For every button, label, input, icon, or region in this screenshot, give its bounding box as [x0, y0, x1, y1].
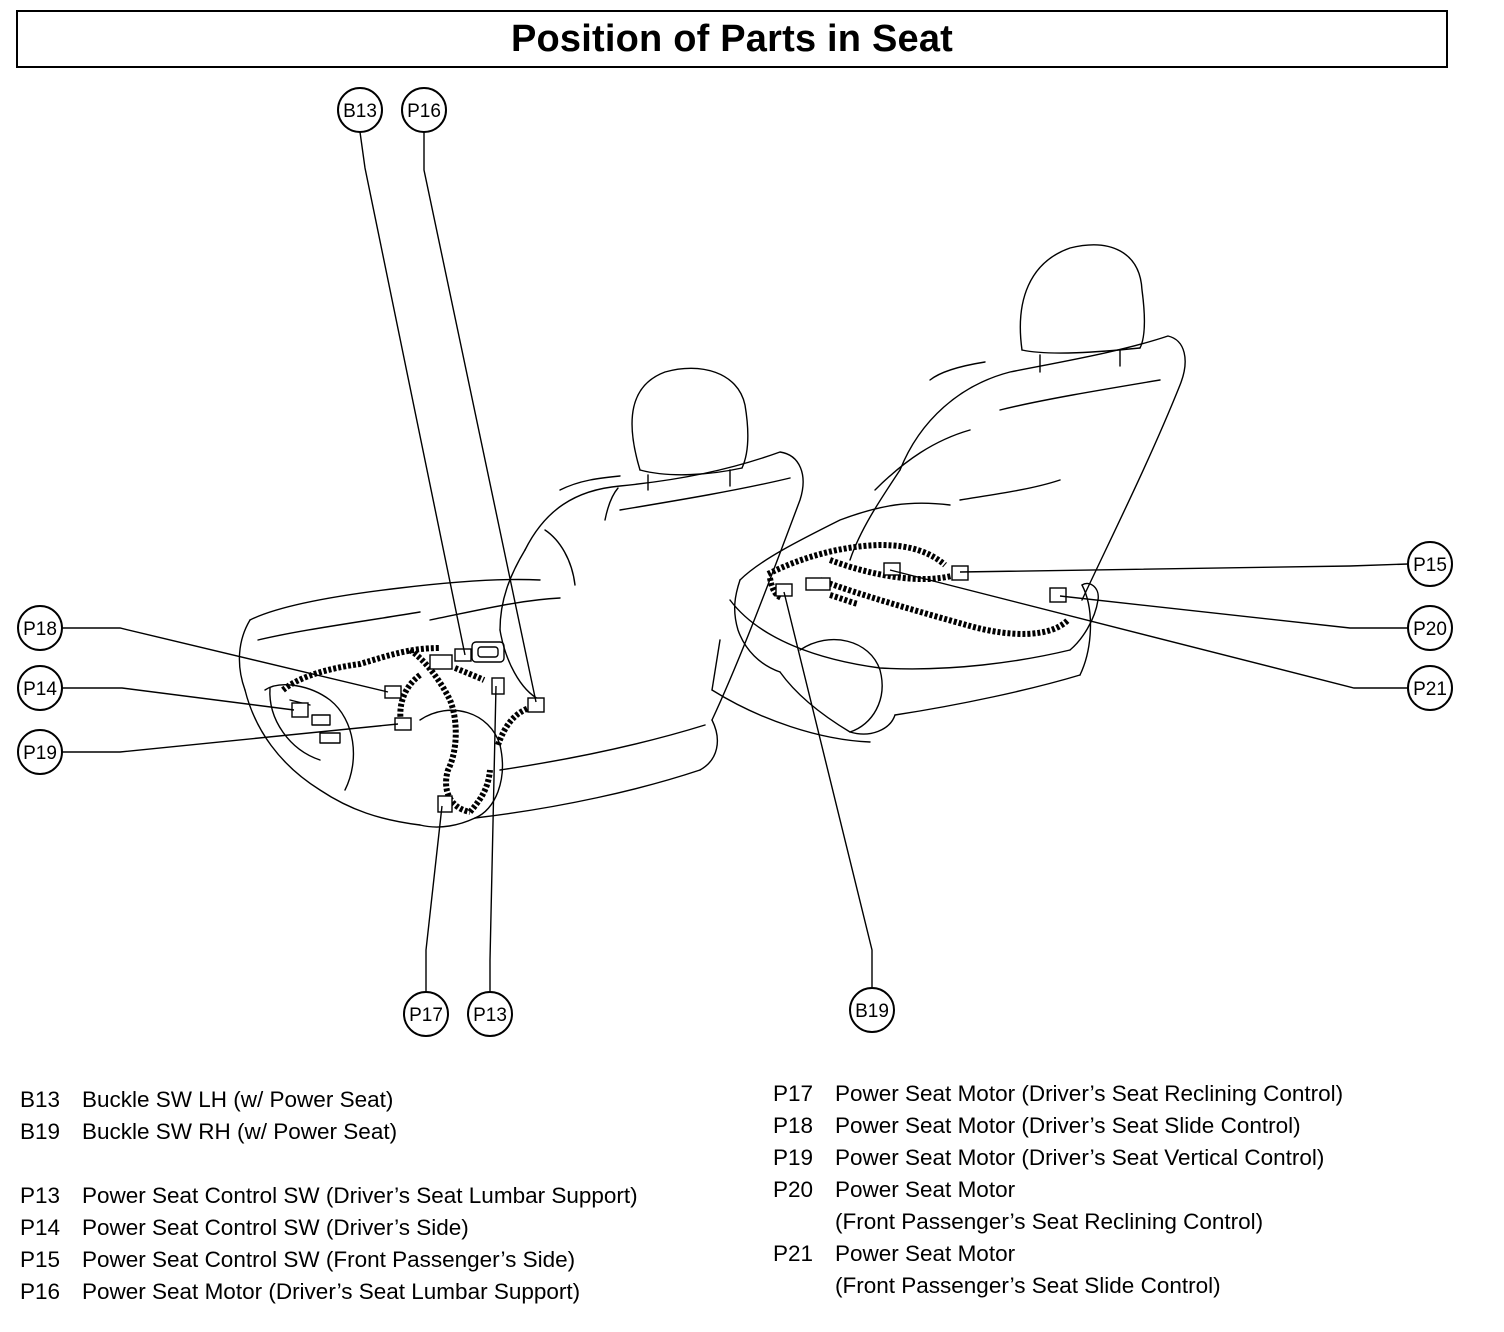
legend-item: P16 Power Seat Motor (Driver’s Seat Lumb… — [20, 1276, 638, 1308]
legend-item: P17 Power Seat Motor (Driver’s Seat Recl… — [773, 1078, 1343, 1110]
callout-b19-label: B19 — [855, 1001, 889, 1022]
connector-p16 — [527, 697, 545, 713]
callout-p16: P16 — [401, 87, 447, 133]
connector-b19 — [775, 583, 793, 597]
leader-p15 — [959, 563, 1409, 573]
page-title: Position of Parts in Seat — [510, 17, 954, 60]
callout-p21: P21 — [1407, 665, 1453, 711]
wire-harness — [281, 541, 1071, 815]
legend-desc: Power Seat Motor — [835, 1177, 1016, 1202]
callout-p13: P13 — [467, 991, 513, 1037]
passenger-seat-outline — [711, 244, 1186, 743]
legend-desc: Power Seat Control SW (Driver’s Seat Lum… — [82, 1183, 638, 1208]
legend-desc: Power Seat Control SW (Front Passenger’s… — [82, 1247, 576, 1272]
legend-desc: Power Seat Motor (Driver’s Seat Reclinin… — [835, 1081, 1344, 1106]
legend-item: B13 Buckle SW LH (w/ Power Seat) — [20, 1084, 638, 1116]
driver-seat-outline — [238, 367, 804, 828]
connectors — [291, 562, 1067, 813]
connector-b13 — [454, 648, 472, 662]
legend-desc: Power Seat Control SW (Driver’s Side) — [82, 1215, 469, 1240]
legend-code: B13 — [20, 1087, 61, 1112]
connector-aux2 — [805, 577, 831, 591]
legend-desc: (Front Passenger’s Seat Reclining Contro… — [835, 1209, 1264, 1234]
leader-p16 — [423, 132, 537, 703]
leader-p18 — [62, 627, 389, 693]
connector-p14 — [291, 702, 309, 718]
legend-item: B19 Buckle SW RH (w/ Power Seat) — [20, 1116, 638, 1148]
callout-p13-label: P13 — [473, 1005, 507, 1026]
legend-left: B13 Buckle SW LH (w/ Power Seat) B19 Buc… — [20, 1084, 638, 1308]
leader-p17 — [425, 805, 443, 992]
legend-item-continuation: (Front Passenger’s Seat Slide Control) — [773, 1270, 1343, 1302]
legend-right: P17 Power Seat Motor (Driver’s Seat Recl… — [773, 1078, 1343, 1302]
legend-code: P18 — [773, 1113, 814, 1138]
legend-code: P19 — [773, 1145, 814, 1170]
callout-p19: P19 — [17, 729, 63, 775]
legend-desc: Power Seat Motor (Driver’s Seat Lumbar S… — [82, 1279, 581, 1304]
callout-p17: P17 — [403, 991, 449, 1037]
legend-item: P21 Power Seat Motor — [773, 1238, 1343, 1270]
callout-p17-label: P17 — [409, 1005, 443, 1026]
callout-p14: P14 — [17, 665, 63, 711]
legend-code: B19 — [20, 1119, 61, 1144]
legend-item: P19 Power Seat Motor (Driver’s Seat Vert… — [773, 1142, 1343, 1174]
leader-p20 — [1059, 595, 1408, 629]
callout-p16-label: P16 — [407, 101, 441, 122]
title-box: Position of Parts in Seat — [16, 10, 1448, 68]
legend-code: P21 — [773, 1241, 814, 1266]
connector-p15 — [951, 565, 969, 581]
callouts: B13 P16 P18 P14 P19 P17 P13 B19 — [17, 87, 1453, 1037]
callout-p20: P20 — [1407, 605, 1453, 651]
callout-p15: P15 — [1407, 541, 1453, 587]
callout-p21-label: P21 — [1413, 679, 1447, 700]
legend-desc: Power Seat Motor (Driver’s Seat Vertical… — [835, 1145, 1325, 1170]
callout-p14-label: P14 — [23, 679, 57, 700]
connector-p20 — [883, 562, 901, 576]
callout-b13-label: B13 — [343, 101, 377, 122]
leader-p14 — [62, 687, 295, 711]
legend-item: P14 Power Seat Control SW (Driver’s Side… — [20, 1212, 638, 1244]
leader-p19 — [62, 723, 399, 753]
connector-p21 — [1049, 587, 1067, 603]
legend-item: P20 Power Seat Motor — [773, 1174, 1343, 1206]
legend-code: P13 — [20, 1183, 61, 1208]
legend-item: P15 Power Seat Control SW (Front Passeng… — [20, 1244, 638, 1276]
legend-code: P17 — [773, 1081, 814, 1106]
leader-p13 — [489, 685, 497, 992]
callout-p20-label: P20 — [1413, 619, 1447, 640]
legend-desc: Buckle SW LH (w/ Power Seat) — [82, 1087, 394, 1112]
legend-item: P13 Power Seat Control SW (Driver’s Seat… — [20, 1180, 638, 1212]
legend-item: P18 Power Seat Motor (Driver’s Seat Slid… — [773, 1110, 1343, 1142]
legend-code: P15 — [20, 1247, 61, 1272]
leader-p21 — [889, 569, 1408, 689]
connector-aux — [429, 654, 453, 670]
leader-b19 — [783, 591, 873, 988]
connector-p17 — [437, 795, 453, 813]
legend-desc: (Front Passenger’s Seat Slide Control) — [835, 1273, 1221, 1298]
legend-code: P20 — [773, 1177, 814, 1202]
leader-lines — [62, 131, 1409, 992]
leader-b13 — [359, 131, 466, 656]
callout-b19: B19 — [849, 987, 895, 1033]
connector-p13 — [491, 677, 505, 695]
callout-p18: P18 — [17, 605, 63, 651]
legend-desc: Power Seat Motor — [835, 1241, 1016, 1266]
legend-code: P14 — [20, 1215, 61, 1240]
callout-p18-label: P18 — [23, 619, 57, 640]
legend-code: P16 — [20, 1279, 61, 1304]
legend-item-continuation: (Front Passenger’s Seat Reclining Contro… — [773, 1206, 1343, 1238]
callout-b13: B13 — [337, 87, 383, 133]
callout-p15-label: P15 — [1413, 555, 1447, 576]
legend-desc: Buckle SW RH (w/ Power Seat) — [82, 1119, 398, 1144]
legend-desc: Power Seat Motor (Driver’s Seat Slide Co… — [835, 1113, 1301, 1138]
callout-p19-label: P19 — [23, 743, 57, 764]
